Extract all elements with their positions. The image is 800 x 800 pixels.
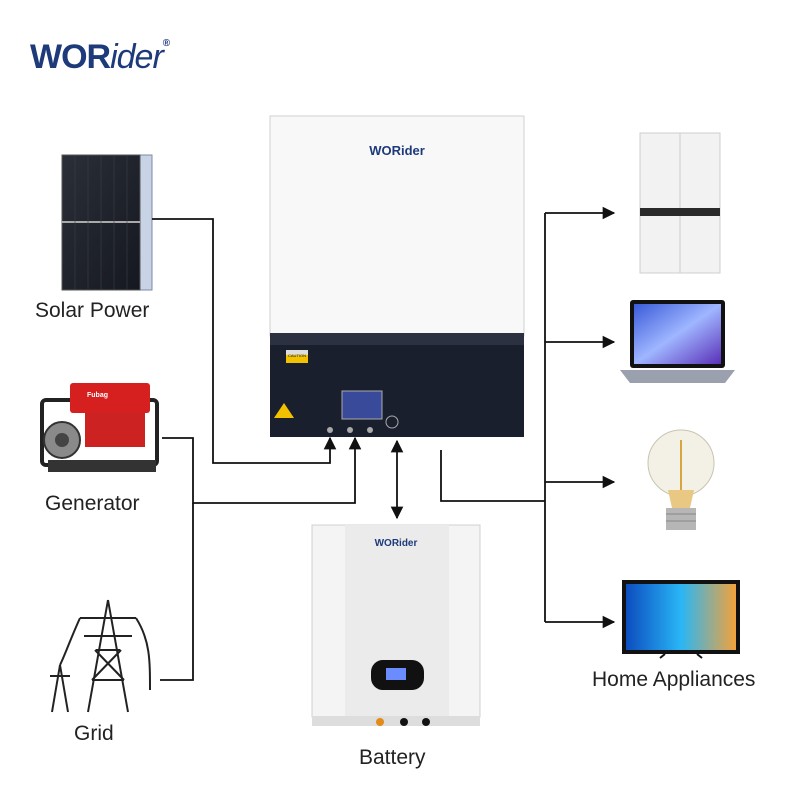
fridge-icon	[639, 132, 721, 274]
generator-brand: Fubag	[87, 392, 108, 399]
inverter-logo: WORider	[369, 143, 425, 158]
brand-logo-part2: ider	[110, 38, 164, 76]
light-bulb-icon	[647, 429, 715, 530]
appliances-label: Home Appliances	[592, 668, 756, 691]
solar-panel-icon	[61, 154, 153, 291]
caution-label: CAUTION	[288, 353, 306, 358]
brand-logo: WORider®	[30, 38, 170, 77]
generator-label: Generator	[45, 492, 140, 515]
solar-connection-line	[152, 218, 337, 464]
tv-icon	[622, 580, 740, 659]
registered-mark: ®	[162, 38, 170, 49]
grid-tower-icon	[50, 599, 151, 713]
grid-label: Grid	[74, 722, 114, 745]
appliance-trunk-line	[440, 450, 545, 502]
brand-logo-part1: WOR	[30, 38, 111, 76]
solar-label: Solar Power	[35, 299, 150, 322]
laptop-icon	[620, 300, 735, 383]
inverter-icon	[269, 115, 525, 437]
battery-logo: WORider	[375, 538, 418, 549]
generator-icon	[40, 383, 159, 472]
battery-icon	[311, 524, 481, 726]
battery-label: Battery	[359, 746, 426, 769]
grid-connection-line	[160, 503, 194, 681]
generator-connection-line	[162, 436, 362, 504]
